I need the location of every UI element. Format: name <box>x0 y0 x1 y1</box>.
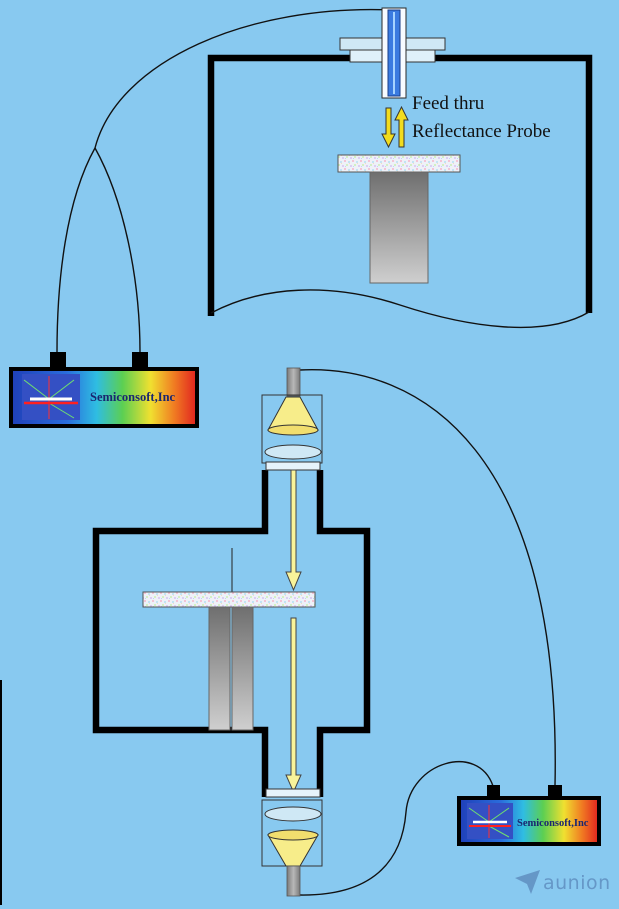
top-viewport-window <box>265 461 321 471</box>
top-heater-block <box>369 171 429 284</box>
reflectance-probe-label: Reflectance Probe <box>412 121 551 142</box>
arrow-up-down-icon <box>381 105 409 149</box>
bottom-viewport-window <box>265 788 321 798</box>
probe-arrow-up <box>394 105 409 148</box>
top-fiber-cable <box>94 8 393 149</box>
reflectance-probe <box>381 7 407 99</box>
instrument-2-connector-right <box>548 785 562 797</box>
reflectance-diagram-icon <box>467 803 513 839</box>
transmitted-beam-arrow <box>285 617 302 794</box>
watermark-logo: aunion <box>515 870 611 894</box>
feed-thru-label: Feed thru <box>412 93 485 114</box>
top-chamber-bottom-curve <box>210 289 590 329</box>
top-fiber-branch-left <box>56 147 96 353</box>
instrument-1-connector-right <box>132 352 148 368</box>
bottom-setup <box>92 367 556 897</box>
top-optics-assembly <box>261 367 323 471</box>
bottom-chamber-wall-right <box>316 470 371 797</box>
top-setup: Feed thru Reflectance Probe <box>56 7 593 353</box>
top-sample-wafer <box>337 154 461 173</box>
probe-core-highlight <box>393 12 395 94</box>
bottom-cone-base <box>267 829 319 841</box>
paper-plane-icon <box>515 870 540 894</box>
bottom-detector-cable <box>299 761 494 896</box>
top-cone-base <box>267 424 319 436</box>
bottom-vacuum-chamber <box>92 470 371 797</box>
bottom-heater-bar-left <box>208 606 231 731</box>
reflectance-diagram-icon <box>22 374 80 420</box>
instrument-2-brand: Semiconsoft,Inc <box>517 818 589 829</box>
instrument-2: Semiconsoft,Inc <box>457 785 601 846</box>
instrument-2-connector-left <box>487 785 500 797</box>
bottom-fiber-tube <box>286 865 301 897</box>
bottom-sample-wafer <box>142 591 316 608</box>
bottom-heater-bar-right <box>231 606 254 731</box>
top-fiber-branch-right <box>94 147 141 353</box>
watermark-text: aunion <box>543 872 611 894</box>
instrument-1-connector-left <box>50 352 66 368</box>
probe-arrow-down <box>381 107 396 149</box>
bottom-chamber-wall-left <box>92 470 269 797</box>
incident-beam-arrow <box>285 469 302 592</box>
instrument-1: Semiconsoft,Inc <box>9 352 199 428</box>
bottom-optics-assembly <box>261 788 323 897</box>
bottom-source-cable <box>299 369 556 787</box>
instrument-1-brand: Semiconsoft,Inc <box>90 390 176 404</box>
bottom-lens <box>264 806 322 822</box>
top-lens <box>264 444 322 460</box>
top-fiber-tube <box>286 367 301 397</box>
